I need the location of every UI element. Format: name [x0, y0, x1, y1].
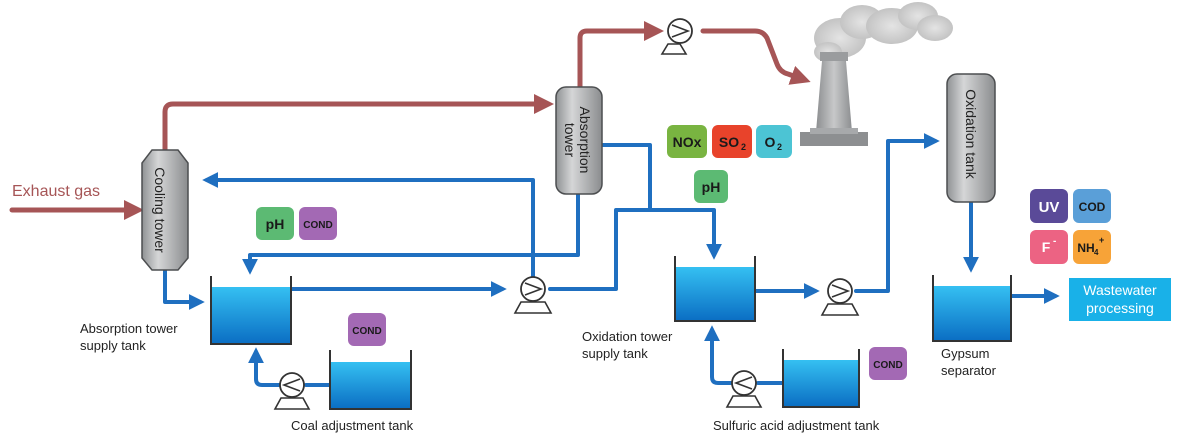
badge-cond-label: COND: [303, 220, 332, 231]
smoke-icon: [814, 2, 953, 62]
badge-cond-sulfuric: COND: [869, 347, 907, 380]
pump-icon: [513, 276, 553, 314]
exhaust-gas-label: Exhaust gas: [12, 183, 100, 200]
sulfuric-acid-tank: [782, 349, 860, 408]
badge-cond-coal: COND: [348, 313, 386, 346]
badge-ammonium-subscript: 4: [1094, 248, 1099, 257]
gypsum-separator-tank: [932, 275, 1012, 342]
oxidation-supply-tank: [674, 256, 756, 322]
badge-fluoride: F -: [1030, 230, 1068, 264]
cooling-tower: Cooling tower: [141, 149, 189, 271]
badge-o2-subscript: 2: [777, 142, 782, 152]
coal-adjustment-tank: [329, 350, 412, 410]
pump-to-cooling-line: [202, 172, 535, 278]
badge-so2-subscript: 2: [741, 142, 746, 152]
badge-uv-label: UV: [1039, 199, 1060, 216]
badge-o2: O 2: [756, 125, 792, 158]
pump-to-oxidation-supply-line: [548, 208, 722, 291]
badge-ph-oxidation: pH: [694, 170, 728, 203]
smokestack-icon: [800, 52, 868, 146]
cooling-tower-label: Cooling tower: [152, 167, 168, 253]
badge-cond-absorption: COND: [299, 207, 337, 240]
absorption-supply-label-line1: Absorption tower: [80, 321, 178, 336]
oxidation-tank-label: Oxidation tank: [963, 89, 979, 179]
absorption-tower-label-line2: tower: [562, 123, 578, 158]
pump-to-oxidation-tank-line: [854, 133, 940, 293]
pump-icon: [273, 372, 311, 410]
absorption-return-line: [242, 191, 580, 275]
gypsum-label-line2: separator: [941, 363, 997, 378]
badge-ammonium: NH 4 +: [1073, 230, 1111, 264]
badge-nox: NOx: [667, 125, 707, 158]
badge-cond-label: COND: [873, 360, 902, 371]
wastewater-label-line1: Wastewater: [1083, 282, 1157, 298]
wastewater-processing-box: Wastewater processing: [1069, 278, 1171, 321]
oxidation-tank: Oxidation tank: [946, 73, 996, 203]
gypsum-label-line1: Gypsum: [941, 346, 989, 361]
badge-uv: UV: [1030, 189, 1068, 223]
cooling-to-supply-line: [163, 263, 205, 310]
acid-pump-to-supply-line: [704, 325, 733, 385]
oxidation-supply-label-line2: supply tank: [582, 346, 648, 361]
coal-pump-to-supply-line: [248, 347, 281, 387]
sulfuric-acid-label: Sulfuric acid adjustment tank: [713, 418, 880, 433]
badge-o2-label: O: [765, 134, 776, 150]
pump-icon: [725, 370, 763, 408]
badge-fluoride-label: F: [1042, 239, 1051, 255]
absorption-supply-tank: [210, 276, 292, 345]
pump-icon: [660, 18, 693, 55]
absorption-tower-label-line1: Absorption: [577, 107, 593, 174]
badge-ph-absorption: pH: [256, 207, 294, 240]
liquid-lines: [163, 133, 1060, 387]
absorption-to-pump-line: [577, 21, 664, 90]
absorption-supply-label-line2: supply tank: [80, 338, 146, 353]
badge-ammonium-superscript: +: [1099, 235, 1104, 245]
badge-so2-label: SO: [719, 134, 739, 150]
badge-cond-label: COND: [352, 326, 381, 337]
gas-lines: [9, 21, 811, 220]
badge-cod-label: COD: [1079, 200, 1106, 214]
cooling-to-absorption-line: [162, 94, 554, 158]
oxidation-supply-label-line1: Oxidation tower: [582, 329, 673, 344]
pump-icon: [820, 278, 860, 316]
badge-fluoride-superscript: -: [1053, 236, 1056, 247]
badge-ammonium-label: NH: [1077, 241, 1094, 255]
badge-so2: SO 2: [712, 125, 752, 158]
coal-adjustment-label: Coal adjustment tank: [291, 418, 414, 433]
pump-to-stack-line: [700, 28, 811, 85]
absorption-outlet-line: [601, 143, 652, 212]
badge-nox-label: NOx: [673, 134, 702, 150]
badge-ph-label: pH: [266, 216, 285, 232]
wastewater-label-line2: processing: [1086, 300, 1154, 316]
absorption-tower: Absorption tower: [555, 86, 603, 195]
badge-ph-label: pH: [702, 179, 721, 195]
badge-cod: COD: [1073, 189, 1111, 223]
